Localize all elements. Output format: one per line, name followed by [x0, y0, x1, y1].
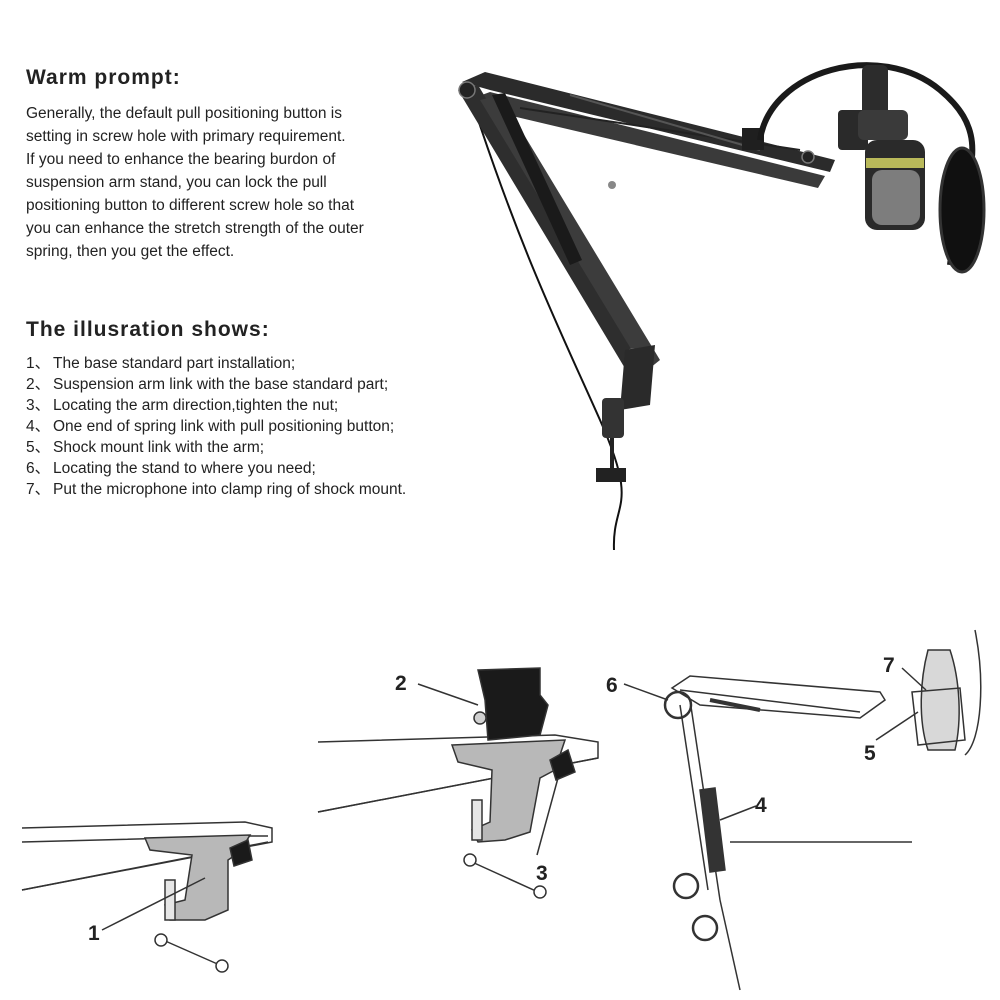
- callout-4: 4: [755, 794, 767, 817]
- step-number: 7、: [26, 481, 51, 498]
- step-text: Shock mount link with the arm;: [53, 439, 265, 456]
- warm-prompt-line: If you need to enhance the bearing burdo…: [26, 151, 336, 168]
- callout-1: 1: [88, 922, 100, 945]
- warm-prompt-paragraph: Generally, the default pull positioning …: [26, 102, 426, 263]
- warm-prompt-line: positioning button to different screw ho…: [26, 197, 355, 214]
- step-number: 3、: [26, 397, 51, 414]
- diagram-assembled-arm: [623, 629, 982, 991]
- step-text: One end of spring link with pull positio…: [53, 418, 395, 435]
- step-item: 6、Locating the stand to where you need;: [26, 458, 406, 479]
- step-item: 3、Locating the arm direction,tighten the…: [26, 395, 406, 416]
- step-item: 4、One end of spring link with pull posit…: [26, 416, 406, 437]
- step-item: 5、Shock mount link with the arm;: [26, 437, 406, 458]
- callout-2: 2: [395, 672, 407, 695]
- boom-arm-photo: [458, 62, 986, 551]
- warm-prompt-line: suspension arm stand, you can lock the p…: [26, 174, 327, 191]
- step-item: 7、Put the microphone into clamp ring of …: [26, 479, 406, 500]
- step-item: 1、The base standard part installation;: [26, 353, 406, 374]
- diagram-arm-link: [317, 667, 599, 899]
- illustration-title: The illusration shows:: [26, 318, 270, 341]
- warm-prompt-line: spring, then you get the effect.: [26, 243, 235, 260]
- callout-3: 3: [536, 862, 548, 885]
- instruction-list: 1、The base standard part installation; 2…: [26, 353, 406, 500]
- step-number: 2、: [26, 376, 51, 393]
- warm-prompt-line: you can enhance the stretch strength of …: [26, 220, 364, 237]
- step-text: Put the microphone into clamp ring of sh…: [53, 481, 407, 498]
- callout-7: 7: [883, 654, 895, 677]
- step-text: Locating the arm direction,tighten the n…: [53, 397, 339, 414]
- step-text: Locating the stand to where you need;: [53, 460, 316, 477]
- warm-prompt-line: Generally, the default pull positioning …: [26, 105, 342, 122]
- step-number: 5、: [26, 439, 51, 456]
- step-item: 2、Suspension arm link with the base stan…: [26, 374, 406, 395]
- step-number: 6、: [26, 460, 51, 477]
- step-text: Suspension arm link with the base standa…: [53, 376, 389, 393]
- step-number: 4、: [26, 418, 51, 435]
- callout-5: 5: [864, 742, 876, 765]
- warm-prompt-title: Warm prompt:: [26, 66, 181, 89]
- callout-6: 6: [606, 674, 618, 697]
- step-number: 1、: [26, 355, 51, 372]
- step-text: The base standard part installation;: [53, 355, 296, 372]
- warm-prompt-line: setting in screw hole with primary requi…: [26, 128, 346, 145]
- diagram-base-install: [21, 821, 273, 973]
